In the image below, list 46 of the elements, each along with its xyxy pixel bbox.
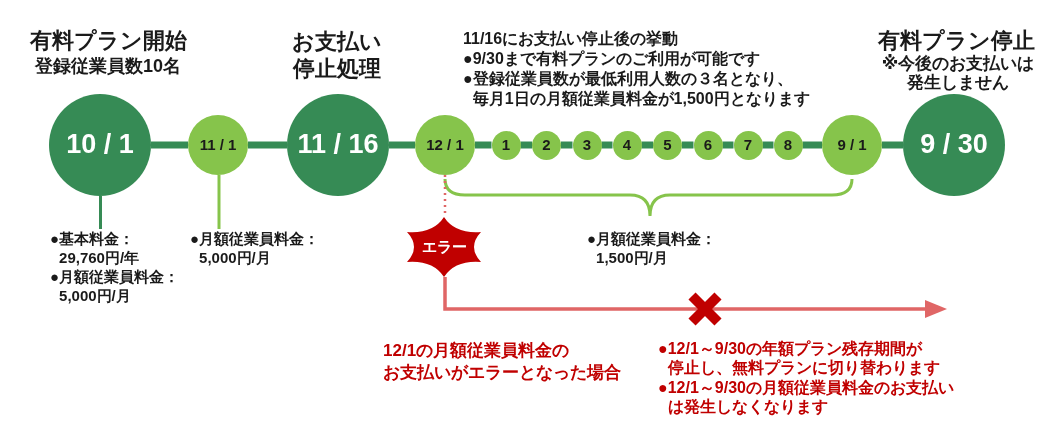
timeline-line xyxy=(248,141,287,149)
note-heading: 11/16にお支払い停止後の挙動 xyxy=(463,29,679,49)
timeline-line xyxy=(802,141,822,149)
date-circle: 5 xyxy=(653,130,682,160)
timeline-line xyxy=(722,141,734,149)
timeline-line xyxy=(601,141,613,149)
bracket-label: ●月額従業員料金：1,500円/月 xyxy=(587,229,717,267)
date-circle: 4 xyxy=(612,130,642,160)
result-bullet: ●12/1～9/30の年額プラン残存期間が停止し、無料プランに切り替わります xyxy=(658,339,940,377)
date-circle: 9 / 1 xyxy=(822,115,882,175)
milestone-title: 有料プラン停止 xyxy=(877,28,1035,54)
date-circle: 9 / 30 xyxy=(903,94,1005,196)
date-circle: 11 / 1 xyxy=(188,115,248,175)
date-circle: 6 xyxy=(693,130,723,160)
timeline-line xyxy=(561,141,573,149)
timeline-line xyxy=(475,141,492,149)
arrow xyxy=(443,277,947,318)
milestone-title: 有料プラン開始 xyxy=(29,28,187,54)
fee-bullet: ●月額従業員料金：5,000円/月 xyxy=(190,229,320,267)
date-circle: 12 / 1 xyxy=(415,115,475,175)
timeline-line xyxy=(882,141,903,149)
date-circle: 2 xyxy=(532,130,561,160)
timeline-line xyxy=(762,141,774,149)
result-bullet: ●12/1～9/30の月額従業員料金のお支払いは発生しなくなります xyxy=(658,378,954,416)
timeline-line xyxy=(641,141,653,149)
note-bullet: ●登録従業員数が最低利用人数の３名となり、毎月1日の月額従業員料金が1,500円となります xyxy=(463,69,810,109)
timeline-line xyxy=(520,141,532,149)
error-starburst: エラー xyxy=(407,217,481,277)
fee-bullet: ●月額従業員料金：5,000円/月 xyxy=(50,267,180,305)
date-circle: 7 xyxy=(733,130,763,160)
timeline-line xyxy=(389,141,415,149)
milestone-subtitle: ※今後のお支払いは発生しません xyxy=(881,54,1035,92)
milestone-subtitle: 登録従業員数10名 xyxy=(35,55,181,77)
date-circle: 1 xyxy=(491,130,521,160)
date-circle: 3 xyxy=(572,130,602,160)
date-circle: 11 / 16 xyxy=(287,94,389,196)
milestone-title: お支払い停止処理 xyxy=(292,28,382,82)
timeline-line xyxy=(682,141,694,149)
timeline-line xyxy=(151,141,188,149)
note-bullet: ●9/30まで有料プランのご利用が可能です xyxy=(463,49,760,69)
leader-line xyxy=(217,175,221,229)
date-circle: 10 / 1 xyxy=(49,94,151,196)
date-circle: 8 xyxy=(773,130,803,160)
leader-line xyxy=(99,196,102,229)
fee-bullet: ●基本料金：29,760円/年 xyxy=(50,229,141,267)
condition-text: 12/1の月額従業員料金のお支払いがエラーとなった場合 xyxy=(383,340,621,384)
